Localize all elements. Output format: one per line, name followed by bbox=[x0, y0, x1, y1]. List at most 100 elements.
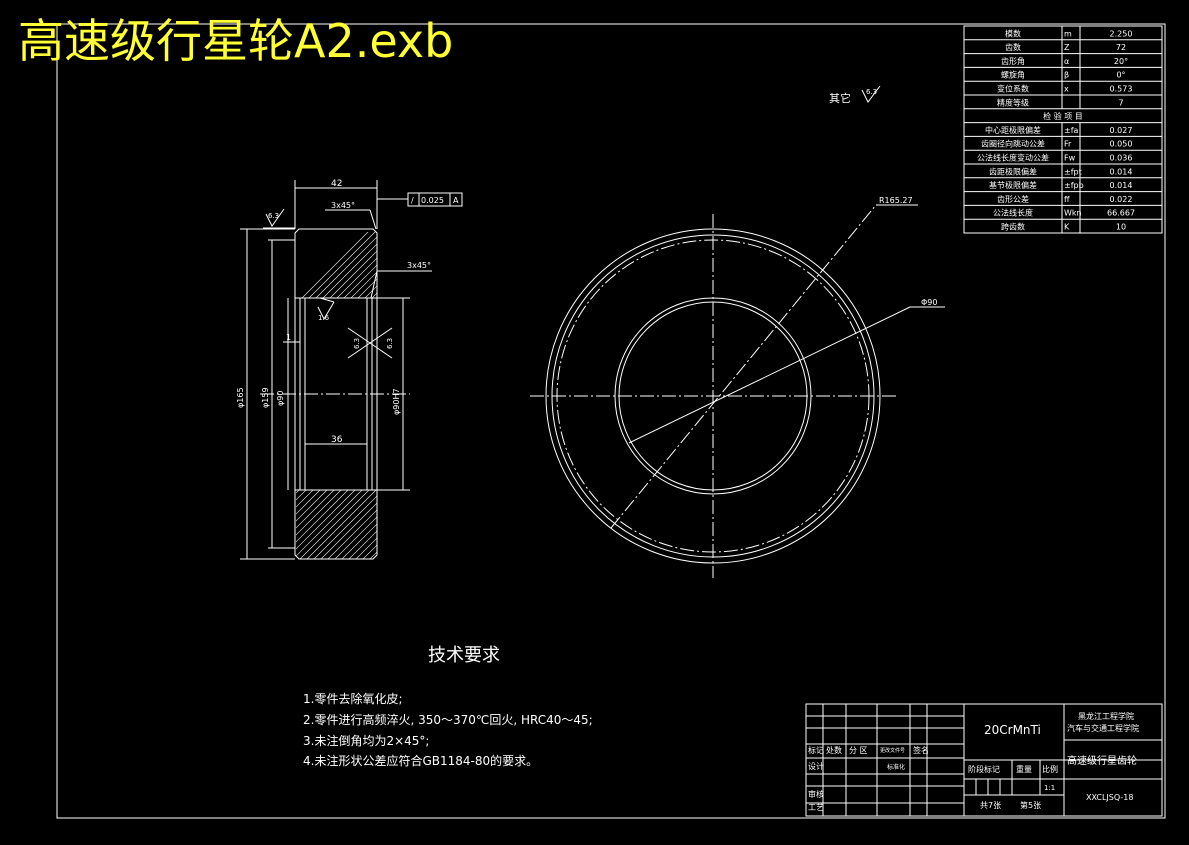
inspect-header: 检 验 项 目 bbox=[1043, 111, 1083, 121]
param-name: 精度等级 bbox=[997, 97, 1029, 107]
parameter-table: 模数 m 2.250 齿数 Z 72 齿形角 α 20° 螺旋角 β 0° 变位系数 x 0.573 精度等级… bbox=[963, 25, 1163, 234]
tolerance-value: 0.025 bbox=[421, 196, 444, 205]
diameter-leader bbox=[628, 306, 911, 444]
gear-profile bbox=[294, 228, 378, 560]
inspect-symbol: Wkn bbox=[1064, 209, 1082, 218]
tb-row-mark: 标记 bbox=[808, 745, 824, 755]
tb-scale-label: 比例 bbox=[1042, 764, 1058, 774]
inspect-value: 0.014 bbox=[1110, 181, 1133, 190]
inspect-value: 0.050 bbox=[1110, 140, 1133, 149]
inspect-value: 66.667 bbox=[1107, 209, 1135, 218]
tech-item-1: 1.零件去除氧化皮; bbox=[303, 691, 403, 706]
inspect-value: 0.036 bbox=[1110, 154, 1133, 163]
tb-drawing-no: XXCLJSQ-18 bbox=[1086, 793, 1133, 802]
tb-sheets-total: 共7张 bbox=[980, 801, 1001, 810]
tech-item-3: 3.未注倒角均为2×45°; bbox=[303, 733, 429, 748]
dim-right-dia: φ90H7 bbox=[392, 388, 401, 415]
dim-chamfer-top: 3x45° bbox=[331, 201, 355, 210]
param-value: 0° bbox=[1116, 71, 1125, 80]
tb-weight-label: 重量 bbox=[1016, 764, 1032, 774]
dim-bore-dia: φ90 bbox=[276, 391, 285, 406]
tb-school-1: 黑龙江工程学院 bbox=[1078, 711, 1134, 721]
diameter-label: Φ90 bbox=[921, 298, 937, 307]
tolerance-symbol: / bbox=[411, 196, 414, 205]
rough-center-2: 6.3 bbox=[386, 338, 394, 349]
front-view: R165.27 Φ90 bbox=[530, 196, 945, 578]
tb-part-name: 高速级行星齿轮 bbox=[1067, 754, 1137, 767]
other-roughness-value: 6.3 bbox=[866, 88, 877, 96]
dim-bore-length: 36 bbox=[331, 435, 343, 445]
inspect-value: 0.022 bbox=[1110, 195, 1133, 204]
dim-step: 1 bbox=[286, 333, 291, 342]
rough-top: 6.3 bbox=[268, 212, 279, 220]
param-name: 齿数 bbox=[1005, 42, 1021, 52]
inspect-value: 10 bbox=[1116, 223, 1126, 232]
tb-row-process: 工艺 bbox=[808, 803, 824, 812]
inspect-symbol: ff bbox=[1064, 195, 1070, 204]
hatch-top bbox=[301, 232, 377, 298]
inspect-name: 跨齿数 bbox=[1001, 222, 1025, 232]
radius-leader bbox=[610, 204, 877, 529]
inspect-symbol: Fr bbox=[1064, 140, 1072, 149]
inspect-name: 公法线长度 bbox=[993, 208, 1033, 218]
dim-width: 42 bbox=[331, 179, 342, 189]
file-title: 高速级行星轮A2.exb bbox=[18, 14, 454, 68]
param-value: 20° bbox=[1114, 57, 1128, 66]
param-value: 0.573 bbox=[1110, 85, 1133, 94]
param-value: 72 bbox=[1116, 43, 1126, 52]
tb-row-design: 设计 bbox=[808, 761, 824, 771]
param-symbol: α bbox=[1064, 57, 1069, 66]
tech-requirements: 技术要求 1.零件去除氧化皮; 2.零件进行高频淬火, 350～370℃回火, … bbox=[303, 645, 593, 768]
inspect-name: 齿距极限偏差 bbox=[989, 166, 1037, 176]
tb-row-count: 处数 bbox=[826, 745, 842, 755]
tb-row-zone: 分 区 bbox=[849, 746, 868, 755]
inspect-symbol: K bbox=[1064, 223, 1070, 232]
dim-chamfer-bore: 3x45° bbox=[407, 261, 431, 270]
tb-row-review: 审核 bbox=[808, 789, 824, 799]
inspect-symbol: ±fpb bbox=[1064, 181, 1084, 190]
param-value: 2.250 bbox=[1110, 29, 1133, 38]
tb-scale: 1:1 bbox=[1044, 784, 1055, 792]
radius-label: R165.27 bbox=[879, 196, 913, 205]
inspect-value: 0.014 bbox=[1110, 167, 1133, 176]
rough-center-1: 6.3 bbox=[353, 338, 361, 349]
inspect-name: 齿形公差 bbox=[997, 194, 1029, 204]
section-view: 42 3x45° / 0.025 A 6.3 3x45° 1.6 6.3 6.3 bbox=[236, 179, 463, 560]
drawing-frame bbox=[56, 23, 1166, 819]
tb-stage-label: 阶段标记 bbox=[968, 764, 1000, 774]
param-name: 模数 bbox=[1005, 28, 1021, 38]
inspect-symbol: ±fpt bbox=[1064, 167, 1082, 176]
tolerance-frame bbox=[407, 192, 463, 207]
other-roughness-label: 其它 bbox=[829, 91, 851, 105]
title-block: 20CrMnTi 黑龙江工程学院 汽车与交通工程学院 高速级行星齿轮 XXCLJ… bbox=[805, 703, 1163, 817]
inspect-symbol: ±fa bbox=[1064, 126, 1079, 135]
dim-root-dia: φ159 bbox=[261, 387, 270, 408]
param-symbol: Z bbox=[1064, 43, 1070, 52]
param-name: 变位系数 bbox=[997, 84, 1029, 94]
tech-title: 技术要求 bbox=[428, 645, 500, 666]
param-symbol: m bbox=[1064, 29, 1072, 38]
inspect-symbol: Fw bbox=[1064, 154, 1076, 163]
inspect-name: 中心距极限偏差 bbox=[985, 125, 1041, 135]
inspect-name: 公法线长度变动公差 bbox=[977, 153, 1049, 163]
tb-row-sign: 签名 bbox=[913, 745, 929, 755]
inspect-name: 齿圈径向跳动公差 bbox=[981, 139, 1045, 149]
tech-item-2: 2.零件进行高频淬火, 350～370℃回火, HRC40～45; bbox=[303, 712, 593, 727]
roughness-symbol bbox=[861, 85, 881, 103]
param-symbol: β bbox=[1064, 71, 1069, 80]
tb-sheet-no: 第5张 bbox=[1020, 800, 1041, 810]
rough-inner: 1.6 bbox=[318, 314, 330, 322]
inspect-name: 基节极限偏差 bbox=[989, 180, 1037, 190]
tb-row-doc: 更改文件号 bbox=[880, 747, 905, 754]
tolerance-datum: A bbox=[453, 196, 459, 205]
param-symbol: x bbox=[1064, 85, 1069, 94]
hatch-bottom bbox=[296, 490, 377, 559]
param-name: 齿形角 bbox=[1001, 56, 1025, 66]
param-name: 螺旋角 bbox=[1001, 70, 1025, 80]
tb-row-std: 标准化 bbox=[887, 763, 905, 771]
tb-school-2: 汽车与交通工程学院 bbox=[1067, 723, 1139, 733]
param-value: 7 bbox=[1118, 98, 1123, 107]
tb-material: 20CrMnTi bbox=[984, 723, 1041, 737]
